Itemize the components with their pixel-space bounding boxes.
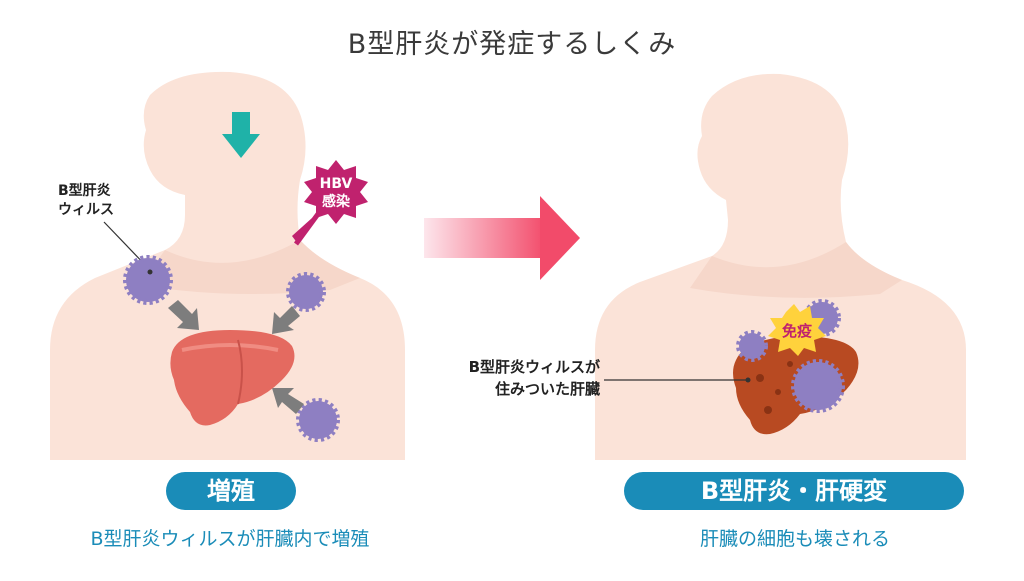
immune-badge-icon xyxy=(768,304,826,356)
arrow-to-liver-icon xyxy=(168,300,199,330)
stage-label-proliferation: 増殖 xyxy=(166,472,296,510)
infected-liver-label: B型肝炎ウィルスが 住みついた肝臓 xyxy=(468,358,600,398)
arrow-to-liver-icon xyxy=(272,388,304,414)
page-title: B型肝炎が発症するしくみ xyxy=(347,29,677,60)
immune-badge-label: 免疫 xyxy=(782,322,812,340)
virus-icon xyxy=(791,359,845,413)
virus-label: B型肝炎 ウィルス xyxy=(58,183,114,218)
right-person-silhouette xyxy=(595,73,966,460)
teal-down-arrow-icon xyxy=(222,112,260,158)
virus-icon xyxy=(286,272,326,312)
hbv-infection-badge-icon xyxy=(292,160,368,246)
progression-arrow-icon xyxy=(424,196,580,280)
virus-icon xyxy=(123,255,173,305)
hbv-badge-line2: 感染 xyxy=(322,193,351,210)
right-caption: 肝臓の細胞も壊される xyxy=(699,528,890,550)
left-caption: B型肝炎ウィルスが肝臓内で増殖 xyxy=(90,528,370,550)
hbv-badge-line1: HBV xyxy=(320,176,353,192)
healthy-liver-icon xyxy=(170,330,295,426)
virus-icon xyxy=(296,398,340,442)
arrow-to-liver-icon xyxy=(272,306,300,334)
virus-icon xyxy=(736,330,768,362)
stage-label-cirrhosis: B型肝炎・肝硬変 xyxy=(624,472,964,510)
